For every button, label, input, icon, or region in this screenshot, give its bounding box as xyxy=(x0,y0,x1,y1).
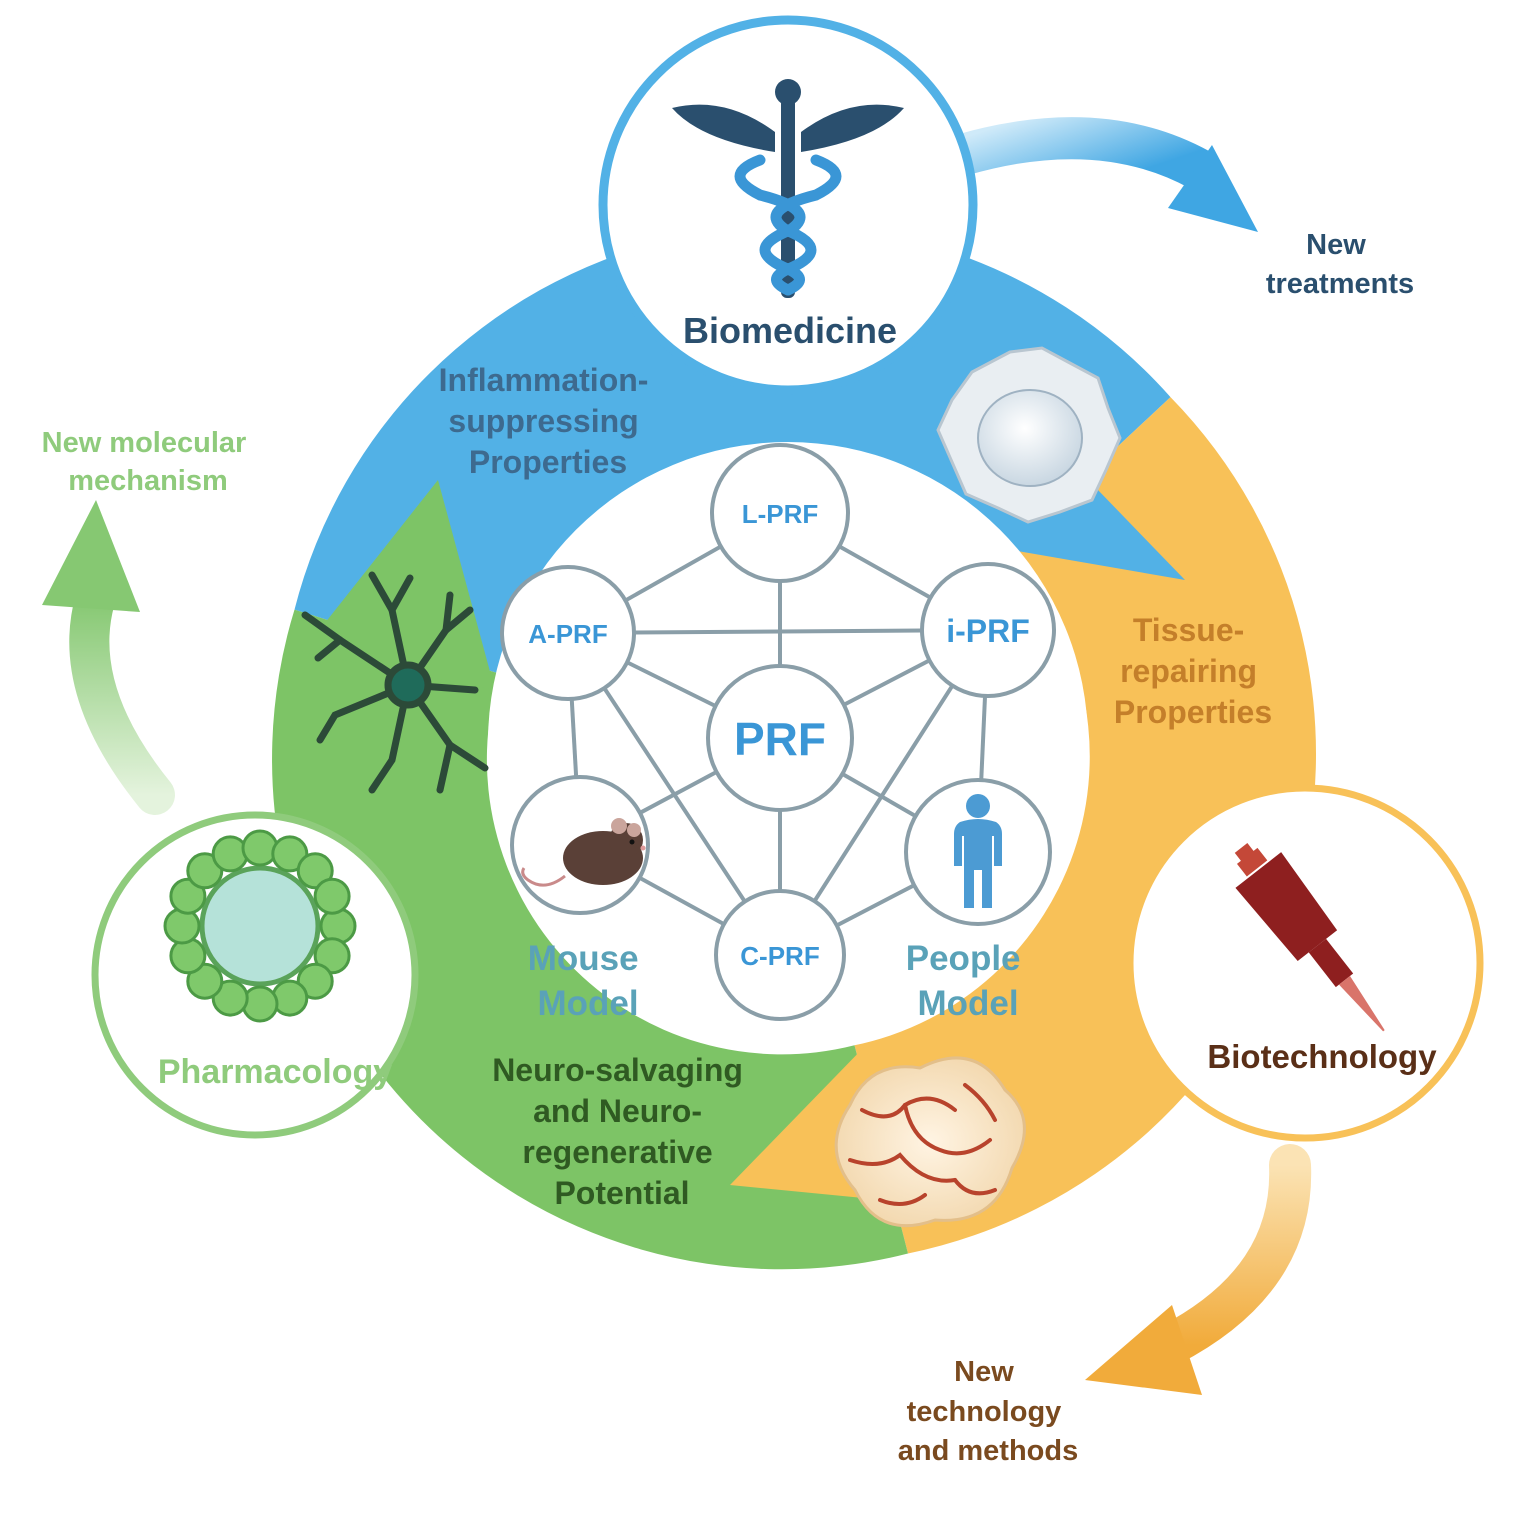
liposome-bead xyxy=(271,835,309,873)
node-mouse xyxy=(510,775,650,915)
ring-segment-green xyxy=(272,609,908,1270)
node-aprf: A-PRF xyxy=(500,565,636,701)
person-icon xyxy=(954,794,1002,908)
hub-biotechnology-label: Biotechnology xyxy=(1207,1038,1437,1075)
outcome-mechanism-label: New molecular mechanism xyxy=(42,427,255,497)
node-lprf-label: L-PRF xyxy=(742,499,819,529)
node-people xyxy=(904,778,1052,926)
liposome-icon xyxy=(163,829,357,1023)
node-aprf-label: A-PRF xyxy=(528,619,607,649)
liposome-bead xyxy=(211,835,249,873)
hub-biomedicine: Biomedicine xyxy=(598,15,978,395)
liposome-bead xyxy=(296,962,334,1000)
blue-segment-label: Inflammation- suppressing Properties xyxy=(439,362,658,480)
mouse-icon xyxy=(521,818,646,887)
people-model-label: People Model xyxy=(906,939,1031,1023)
mouse-model-label: Mouse Model xyxy=(528,939,649,1023)
liposome-bead xyxy=(313,937,351,975)
liposome-bead xyxy=(186,852,224,890)
liposome-bead xyxy=(211,979,249,1017)
liposome-bead xyxy=(186,962,224,1000)
technology-arrow xyxy=(1085,1144,1312,1395)
liposome-bead xyxy=(313,877,351,915)
edge-aprf-iprf xyxy=(567,628,989,635)
treatments-arrow xyxy=(941,117,1258,232)
node-prf-label: PRF xyxy=(734,713,826,765)
liposome-bead xyxy=(241,829,279,867)
mechanism-arrow xyxy=(42,500,175,815)
hub-pharmacology-label: Pharmacology xyxy=(158,1053,392,1091)
neuron-icon xyxy=(301,571,489,794)
caduceus-icon xyxy=(672,79,904,298)
node-cprf-label: C-PRF xyxy=(740,941,819,971)
orange-segment-label: Tissue- repairing Properties xyxy=(1114,612,1272,730)
liposome-bead xyxy=(319,907,357,945)
green-wedge xyxy=(302,480,495,690)
hub-pharmacology: Pharmacology xyxy=(91,811,419,1139)
liposome-bead xyxy=(169,937,207,975)
liposome-bead xyxy=(241,985,279,1023)
node-lprf: L-PRF xyxy=(710,443,850,583)
node-prf: PRF xyxy=(706,664,854,812)
hub-biotechnology: Biotechnology xyxy=(1126,784,1484,1142)
liposome-bead xyxy=(296,852,334,890)
pipette-icon xyxy=(1234,843,1385,1032)
node-iprf-label: i-PRF xyxy=(946,613,1030,649)
hub-biomedicine-label: Biomedicine xyxy=(683,310,897,351)
liposome-bead xyxy=(163,907,201,945)
outcome-treatments-label: New treatments xyxy=(1266,229,1414,300)
green-segment-label: Neuro-salvaging and Neuro- regenerative … xyxy=(492,1052,752,1211)
liposome-bead xyxy=(169,877,207,915)
white-blood-cell-icon xyxy=(936,346,1122,524)
node-iprf: i-PRF xyxy=(920,562,1056,698)
liposome-bead xyxy=(271,979,309,1017)
node-cprf: C-PRF xyxy=(714,889,846,1021)
vascular-tissue-icon xyxy=(834,1056,1026,1228)
outcome-technology-label: New technology and methods xyxy=(898,1356,1078,1467)
